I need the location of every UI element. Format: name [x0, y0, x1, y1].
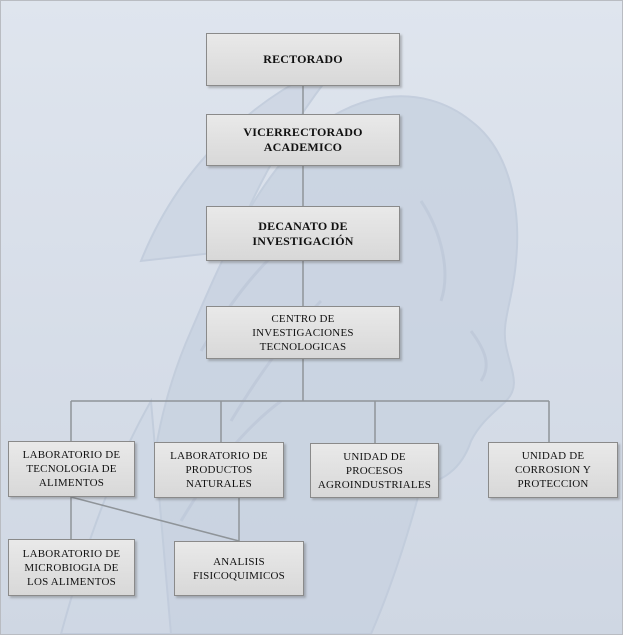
node-vicerrectorado: VICERRECTORADO ACADEMICO [206, 114, 400, 166]
node-unidad-corrosion: UNIDAD DE CORROSION Y PROTECCION [488, 442, 618, 498]
node-lab-tecnologia: LABORATORIO DE TECNOLOGIA DE ALIMENTOS [8, 441, 135, 497]
node-unidad-procesos: UNIDAD DE PROCESOS AGROINDUSTRIALES [310, 443, 439, 498]
line-lab-tecnologia-analisis [70, 496, 240, 542]
node-rectorado: RECTORADO [206, 33, 400, 86]
node-analisis: ANALISIS FISICOQUIMICOS [174, 541, 304, 596]
node-centro: CENTRO DE INVESTIGACIONES TECNOLOGICAS [206, 306, 400, 359]
node-lab-microbiogia: LABORATORIO DE MICROBIOGIA DE LOS ALIMEN… [8, 539, 135, 596]
node-decanato: DECANATO DE INVESTIGACIÓN [206, 206, 400, 261]
node-lab-productos: LABORATORIO DE PRODUCTOS NATURALES [154, 442, 284, 498]
